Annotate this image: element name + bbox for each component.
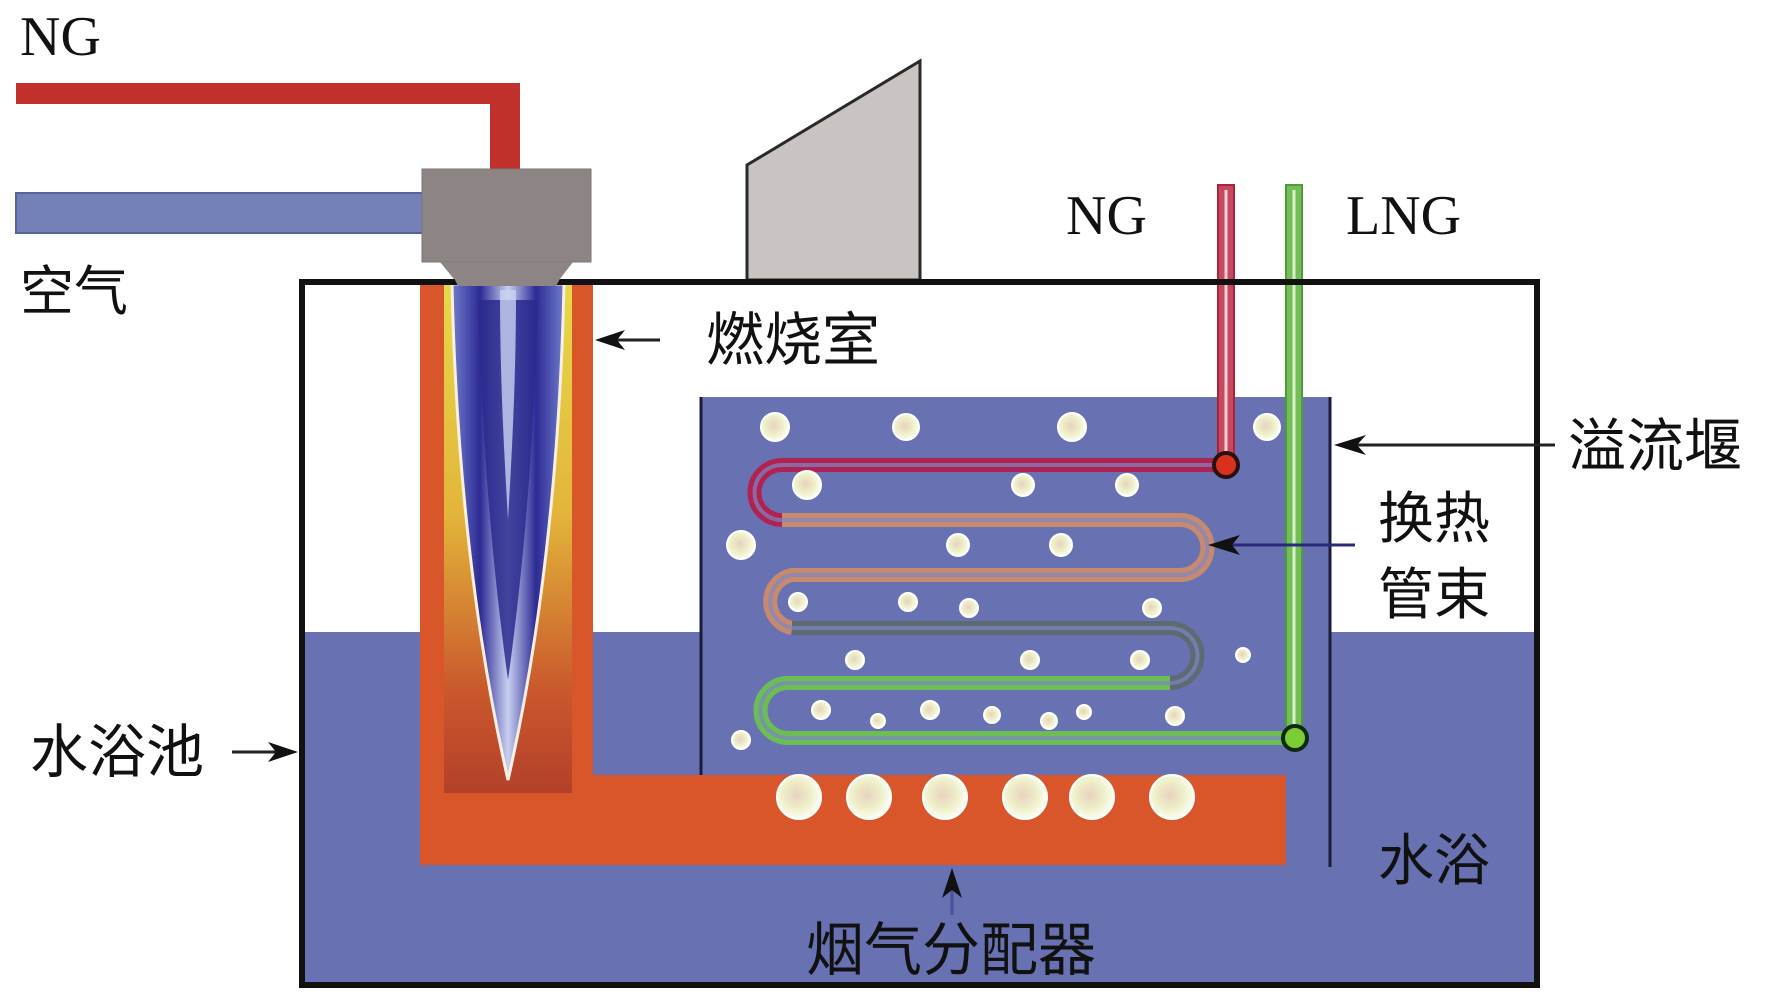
- tube-segment-warm-inner: [782, 518, 1210, 577]
- bubble: [1165, 706, 1185, 726]
- arrowhead-flue-gas-distributor: [942, 868, 962, 898]
- arrowhead-overflow-weir: [1334, 435, 1366, 455]
- tube-bundle-label-line2: 管束: [1378, 563, 1490, 628]
- burner-nozzle-overlay: [450, 270, 565, 286]
- tube-bundle-label-line1: 换热: [1378, 487, 1490, 552]
- bubble: [1115, 473, 1139, 497]
- bubble: [776, 774, 822, 820]
- tube-segment-warm-2-inner: [768, 573, 1180, 630]
- bubble: [1049, 533, 1073, 557]
- bubble: [946, 533, 970, 557]
- ng-tube-node: [1212, 451, 1240, 479]
- bubble: [760, 412, 790, 442]
- ng-inlet-label: NG: [20, 6, 101, 68]
- ng-inlet-pipe: [16, 83, 520, 170]
- bubble: [1057, 412, 1087, 442]
- bubble: [870, 713, 886, 729]
- bubble: [1040, 712, 1058, 730]
- lng-tube-node: [1281, 724, 1309, 752]
- exhaust-stack: [745, 58, 922, 282]
- arrowhead-combustion-chamber: [595, 330, 625, 350]
- arrowhead-water-bath-tank: [268, 742, 298, 762]
- combustion-chamber-label: 燃烧室: [706, 306, 880, 374]
- tube-segment-cold-inner: [758, 681, 1295, 740]
- bubble: [892, 413, 920, 441]
- bubble: [1011, 473, 1035, 497]
- air-inlet-pipe: [15, 192, 437, 234]
- air-inlet-label: 空气: [20, 260, 128, 323]
- bubble: [1002, 774, 1048, 820]
- flue-gas-distributor-label: 烟气分配器: [806, 916, 1096, 984]
- bubble: [1149, 774, 1195, 820]
- lng-inlet-label: LNG: [1346, 185, 1461, 247]
- tube-segment-ng-inner: [752, 463, 1226, 522]
- bubble: [788, 592, 808, 612]
- bubble: [920, 700, 940, 720]
- bubble: [811, 700, 831, 720]
- burner-body: [421, 168, 592, 263]
- water-bath-tank-outline: [299, 279, 1540, 988]
- bubble: [983, 706, 1001, 724]
- bubble: [1076, 704, 1092, 720]
- arrowhead-tube-bundle: [1208, 535, 1240, 555]
- overflow-weir-label: 溢流堰: [1568, 412, 1742, 480]
- bubble: [1130, 650, 1150, 670]
- bubble: [1069, 774, 1115, 820]
- bubble: [845, 650, 865, 670]
- bubble: [731, 730, 751, 750]
- tube-segment-mid-inner: [792, 626, 1200, 685]
- bubble: [1253, 413, 1281, 441]
- bubble: [959, 598, 979, 618]
- bubble: [846, 774, 892, 820]
- bubble: [898, 592, 918, 612]
- bubble: [1020, 650, 1040, 670]
- heat-exchange-tube-bundle: [747, 458, 1295, 745]
- ng-outlet-label: NG: [1066, 185, 1147, 247]
- bubble: [792, 470, 822, 500]
- bubble: [1142, 598, 1162, 618]
- bubble: [726, 530, 756, 560]
- bubble: [922, 774, 968, 820]
- flame-center-glow: [500, 290, 516, 520]
- water-bath-tank-label: 水浴池: [30, 718, 204, 786]
- bubble: [1235, 647, 1251, 663]
- label-arrows: [232, 330, 1555, 915]
- bubbles: [726, 412, 1281, 820]
- water-bath-label: 水浴: [1378, 829, 1490, 894]
